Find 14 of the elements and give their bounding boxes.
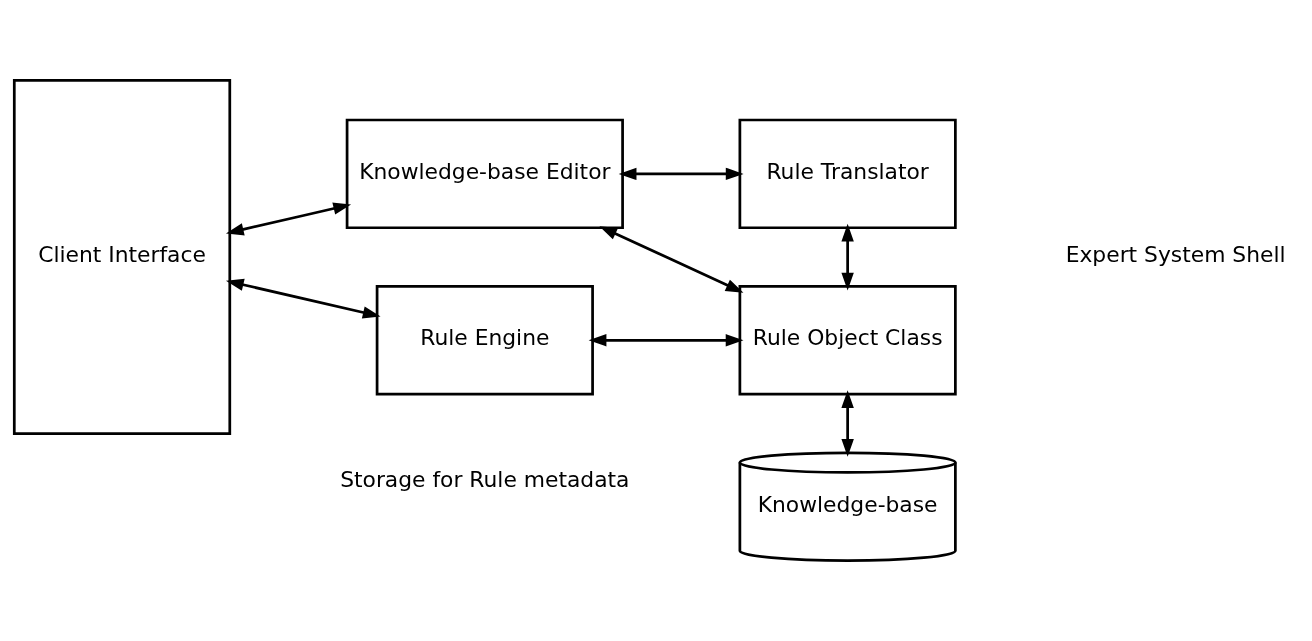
node-box: Client Interface [12,79,232,436]
node-box: Rule Engine [375,285,594,396]
label: Expert System Shell [1065,242,1286,268]
arrow [618,167,744,181]
arrow [225,202,352,236]
node-box: Knowledge-base Editor [345,118,624,230]
node-box: Rule Object Class [738,285,957,396]
node-box: Rule Translator [738,118,957,230]
arrow [841,390,854,457]
arrow [225,278,381,319]
arrow [841,223,854,291]
arrow [588,334,744,347]
label: Storage for Rule metadata [340,467,630,493]
arrow [599,226,744,293]
